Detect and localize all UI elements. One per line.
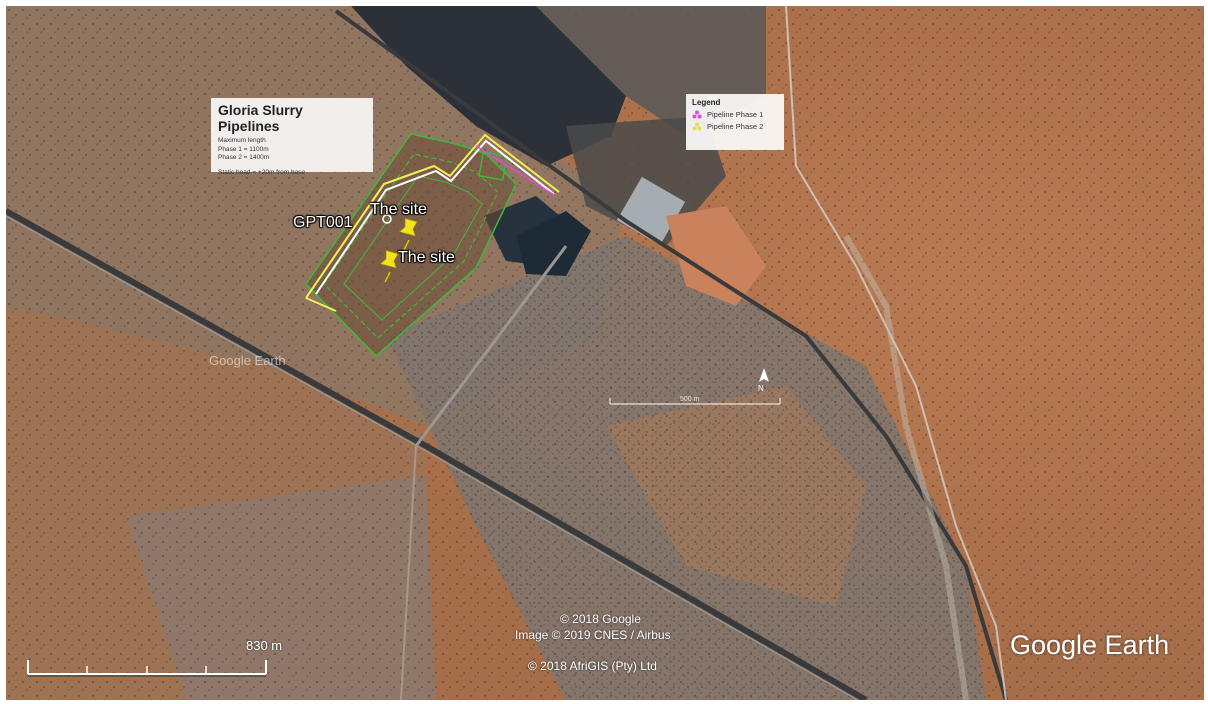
google-earth-logo: Google Earth bbox=[1010, 630, 1169, 661]
legend-label: Pipeline Phase 1 bbox=[707, 110, 764, 119]
site-boundary-outer bbox=[305, 133, 517, 358]
small-scale-bar bbox=[609, 398, 781, 405]
satellite-imagery bbox=[6, 6, 1204, 700]
attribution-google: © 2018 Google bbox=[560, 612, 641, 626]
small-boundary bbox=[478, 151, 508, 181]
stockpile-area bbox=[666, 206, 766, 306]
vegetation-texture-dense bbox=[386, 236, 986, 700]
logo-earth: Earth bbox=[1104, 630, 1170, 660]
info-line: Static head = +20m from base bbox=[218, 168, 306, 176]
road-edge bbox=[6, 215, 859, 700]
info-line: Maximum length bbox=[218, 137, 266, 144]
watermark: Google Earth bbox=[209, 353, 286, 368]
pushpin-icon[interactable] bbox=[380, 250, 400, 283]
info-line: Phase 2 = 1400m bbox=[218, 154, 270, 161]
site-label[interactable]: The site bbox=[370, 201, 427, 218]
gpt-marker-icon[interactable] bbox=[382, 214, 392, 224]
track bbox=[400, 445, 417, 700]
pipeline-phase-1-icon bbox=[692, 110, 702, 119]
pipeline-phase-2-spur bbox=[305, 297, 337, 312]
main-scale-bar bbox=[27, 660, 267, 677]
legend-title: Legend bbox=[692, 98, 721, 107]
site-label[interactable]: The site bbox=[398, 249, 455, 266]
north-arrow-icon bbox=[759, 368, 769, 382]
pipeline-phase-2 bbox=[305, 133, 560, 299]
pond bbox=[516, 211, 591, 276]
pipeline-info-box: Gloria Slurry Pipelines Maximum length P… bbox=[211, 98, 373, 176]
pipeline-phase-1 bbox=[475, 145, 557, 197]
railway-line bbox=[334, 9, 1008, 700]
small-scale-label: 500 m bbox=[680, 396, 700, 403]
pipeline-phase-2-icon bbox=[692, 122, 702, 131]
pipeline-white bbox=[315, 139, 555, 295]
logo-google: Google bbox=[1010, 630, 1098, 660]
attribution-afrigis: © 2018 AfriGIS (Pty) Ltd bbox=[528, 659, 657, 673]
pushpin-icon[interactable] bbox=[399, 218, 419, 251]
satellite-map[interactable]: Gloria Slurry Pipelines Maximum length P… bbox=[6, 6, 1204, 700]
legend-item-phase-1: Pipeline Phase 1 bbox=[692, 110, 778, 119]
legend: Legend Pipeline Phase 1 Pipeline Phase 2 bbox=[686, 94, 784, 150]
gpt-label[interactable]: GPT001 bbox=[293, 214, 353, 231]
legend-item-phase-2: Pipeline Phase 2 bbox=[692, 122, 778, 131]
dirt-road bbox=[785, 6, 1007, 700]
main-road bbox=[6, 208, 868, 700]
tailings-dam bbox=[351, 6, 626, 166]
scale-label: 830 m bbox=[246, 638, 283, 653]
legend-label: Pipeline Phase 2 bbox=[707, 122, 764, 131]
north-label: N bbox=[758, 384, 764, 393]
info-title: Gloria Slurry Pipelines bbox=[218, 102, 303, 134]
access-road bbox=[414, 245, 568, 447]
site-boundary-inner bbox=[323, 153, 499, 339]
info-line: Phase 1 = 1100m bbox=[218, 145, 269, 153]
dry-riverbed bbox=[843, 234, 969, 700]
attribution-imagery: Image © 2019 CNES / Airbus bbox=[515, 628, 671, 642]
